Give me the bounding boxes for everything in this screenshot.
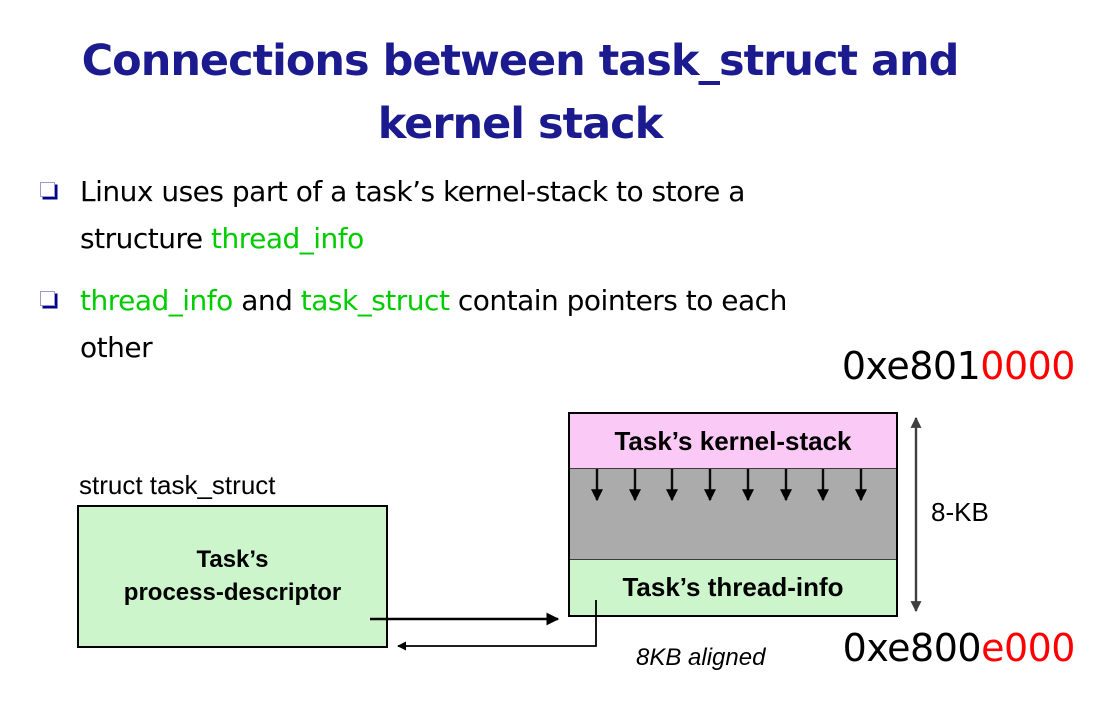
stack-growth-section bbox=[570, 468, 896, 560]
struct-task-struct-label: struct task_struct bbox=[79, 470, 276, 500]
page-title: Connections between task_struct and kern… bbox=[0, 30, 1040, 156]
bullet1-line2: structure thread_info bbox=[80, 222, 364, 255]
page-title-line2: kernel stack bbox=[377, 99, 664, 150]
thread-info-section: Task’s thread-info bbox=[570, 560, 896, 615]
square-bullet-icon bbox=[40, 182, 55, 197]
size-8kb-label: 8-KB bbox=[931, 497, 989, 527]
task-struct-box-line2: process-descriptor bbox=[123, 578, 342, 606]
list-item: Linux uses part of a task’s kernel-stack… bbox=[40, 168, 1050, 262]
bullet-list: Linux uses part of a task’s kernel-stack… bbox=[40, 168, 1050, 386]
kernel-stack-box: Task’s kernel-stack Task’s thread-info bbox=[568, 412, 898, 617]
page-title-line1: Connections between task_struct and bbox=[81, 36, 960, 86]
threadinfo-to-descriptor-arrow-icon bbox=[397, 600, 597, 651]
address-top: 0xe8010000 bbox=[841, 344, 1076, 388]
address-bottom: 0xe800e000 bbox=[842, 626, 1076, 670]
square-bullet-icon bbox=[40, 291, 55, 306]
list-item: thread_info and task_struct contain poin… bbox=[40, 277, 1050, 371]
task-struct-box: Task’s process-descriptor bbox=[77, 505, 388, 648]
kernel-stack-section: Task’s kernel-stack bbox=[570, 414, 896, 468]
bullet1-line1: Linux uses part of a task’s kernel-stack… bbox=[80, 175, 745, 208]
aligned-8kb-label: 8KB aligned bbox=[636, 644, 766, 671]
bullet2-line1: thread_info and task_struct contain poin… bbox=[80, 284, 787, 317]
bullet2-line2: other bbox=[80, 331, 153, 364]
task-struct-box-line1: Task’s bbox=[196, 546, 269, 574]
